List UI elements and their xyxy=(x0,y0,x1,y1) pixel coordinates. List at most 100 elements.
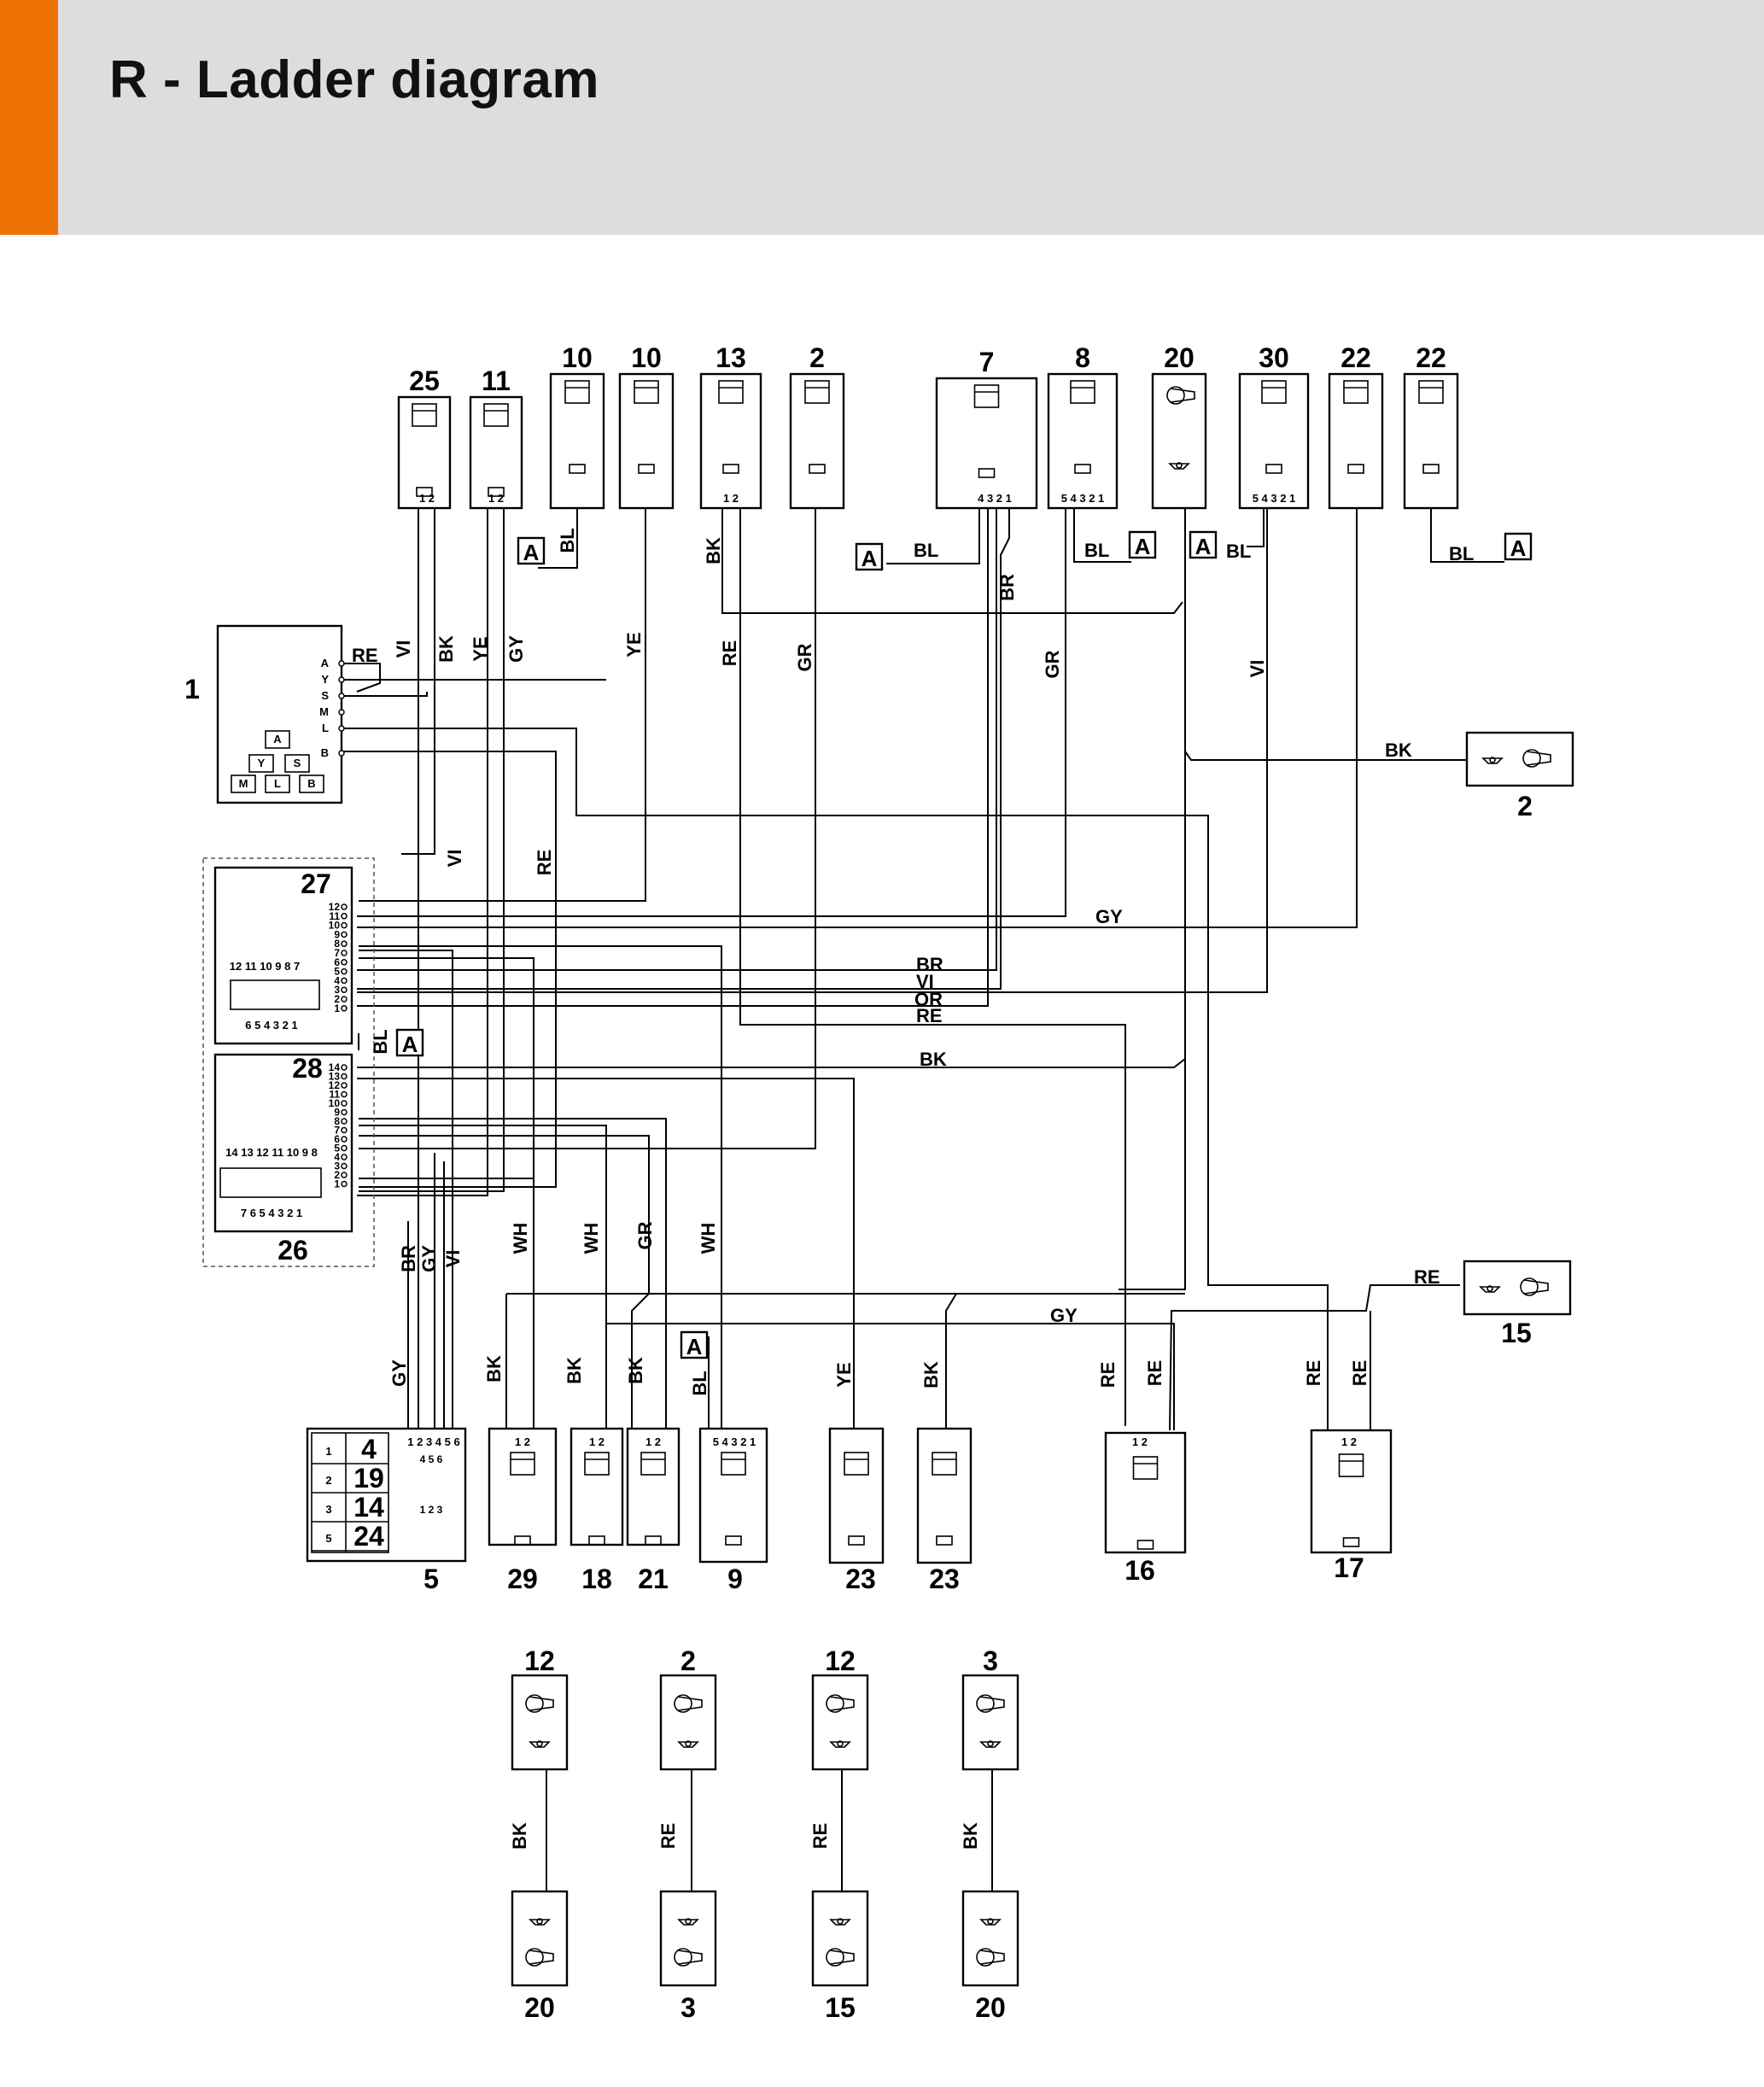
connector-icon xyxy=(634,380,659,404)
table-ref: 19 xyxy=(353,1463,384,1494)
wire-label-bk: BK xyxy=(703,537,724,564)
switch-terminal xyxy=(265,730,290,749)
ring-terminal-icon xyxy=(1526,751,1551,766)
connector-icon xyxy=(1261,380,1287,404)
top-component-30 xyxy=(1238,372,1310,510)
terminal-icon xyxy=(1342,1537,1360,1547)
eyelet-icon xyxy=(529,1741,551,1748)
wire-label-bl: BL xyxy=(1084,540,1109,561)
component-number: 17 xyxy=(1334,1552,1364,1583)
off-page-marker-box xyxy=(395,1028,424,1057)
wire-label-bk: BK xyxy=(564,1357,585,1384)
pin-dot xyxy=(338,709,345,716)
terminal-icon xyxy=(645,1535,662,1546)
table-ref: 24 xyxy=(353,1521,384,1552)
connector-icon xyxy=(1418,380,1444,404)
pin-number: 5 xyxy=(334,966,340,978)
pin-number: 4 xyxy=(334,1151,340,1163)
component-number: 2 xyxy=(809,342,825,373)
wire-label-wh: WH xyxy=(510,1223,531,1254)
bridge-top-4 xyxy=(961,1674,1019,1771)
eyelet-icon xyxy=(1487,1285,1493,1292)
component-number: 25 xyxy=(409,365,440,396)
wire-layer xyxy=(342,504,1504,1891)
off-page-marker-label: A xyxy=(402,1032,418,1057)
wire-label-ye: YE xyxy=(470,636,491,661)
pin-dot xyxy=(341,1064,348,1071)
header-bar xyxy=(0,0,1764,235)
connector-icon xyxy=(1132,1456,1159,1480)
bridge-top-1 xyxy=(511,1674,569,1771)
pin-numbers: 1 2 xyxy=(723,492,739,505)
component-number: 29 xyxy=(507,1564,538,1594)
wire-label-bl: BL xyxy=(557,528,578,552)
pin-dot xyxy=(341,1172,348,1178)
wire-label-re: RE xyxy=(534,850,555,876)
pin-grid-bottom: 6 5 4 3 2 1 xyxy=(245,1019,297,1032)
top-component-7 xyxy=(935,377,1038,510)
wire-30-bl xyxy=(1247,506,1265,547)
off-page-marker-label: A xyxy=(1510,535,1527,561)
pin-grid-top: 12 11 10 9 8 7 xyxy=(230,960,300,973)
pin-numbers: 5 4 3 2 1 xyxy=(1061,492,1105,505)
table-ref: 4 xyxy=(361,1434,377,1464)
component-number: 2 xyxy=(680,1646,696,1676)
pin-grid xyxy=(230,979,320,1010)
off-page-marker-label: A xyxy=(862,546,878,571)
component-number: 15 xyxy=(825,1992,856,2023)
eyelet-icon xyxy=(987,1740,994,1747)
wire-11-1 xyxy=(357,508,488,1196)
pin-dot xyxy=(341,950,348,956)
wire-1-s xyxy=(342,692,428,697)
wire-10a xyxy=(538,504,578,569)
wire-label-gr: GR xyxy=(634,1221,656,1249)
pin-dot xyxy=(338,750,345,757)
terminal-icon xyxy=(488,487,505,497)
wire-label-re: RE xyxy=(916,1005,943,1026)
switch-terminal-label: A xyxy=(273,733,282,745)
terminal-icon xyxy=(936,1535,953,1546)
pin-number: 2 xyxy=(334,1169,340,1181)
bridge-top-3 xyxy=(811,1674,869,1771)
wire-label-vi: VI xyxy=(442,1250,464,1268)
pin-number: 8 xyxy=(334,1115,340,1127)
wire-label-bl: BL xyxy=(1226,541,1251,562)
wire-7-vi xyxy=(357,506,1010,990)
connector-icon xyxy=(483,403,509,427)
component-number: 1 xyxy=(184,674,200,704)
eyelet-icon xyxy=(1489,757,1496,763)
component-number: 9 xyxy=(727,1564,743,1594)
terminal-icon xyxy=(638,464,655,474)
pin-number: 13 xyxy=(329,1071,341,1083)
top-component-13 xyxy=(699,372,762,510)
pin-grid-bottom: 7 6 5 4 3 2 1 xyxy=(241,1207,302,1219)
wire-label-ye: YE xyxy=(623,632,645,657)
pin-dot xyxy=(338,693,345,699)
pin-number: 9 xyxy=(334,928,340,940)
wire-label-gr: GR xyxy=(1042,650,1063,678)
pin-number: 2 xyxy=(334,993,340,1005)
wire-label-bl: BL xyxy=(370,1029,391,1054)
wire-gy-16 xyxy=(606,1323,1175,1430)
terminal-icon xyxy=(1422,464,1440,474)
connector-icon xyxy=(412,403,437,427)
terminal-icon xyxy=(809,464,826,474)
pin-label: S xyxy=(321,689,329,702)
connector-icon xyxy=(973,384,1000,408)
ring-terminal-icon xyxy=(674,1694,692,1713)
wire-25-2 xyxy=(401,508,435,855)
wire-1-l xyxy=(342,728,1329,1435)
pin-dot xyxy=(341,977,348,985)
ring-terminal-icon xyxy=(525,1948,544,1967)
pin-numbers: 1 2 xyxy=(645,1435,661,1448)
off-page-marker-box xyxy=(1504,532,1533,561)
terminal-icon xyxy=(1074,464,1091,474)
wire-label-vi: VI xyxy=(393,640,414,658)
eyelet-icon xyxy=(829,1919,851,1926)
wire-22b xyxy=(1430,504,1504,563)
ring-terminal-icon xyxy=(677,1696,703,1711)
pin-dot xyxy=(341,996,348,1003)
wire-20-ground xyxy=(1119,504,1186,1290)
pin-number: 3 xyxy=(334,984,340,996)
wire-label-re: RE xyxy=(1349,1360,1370,1387)
